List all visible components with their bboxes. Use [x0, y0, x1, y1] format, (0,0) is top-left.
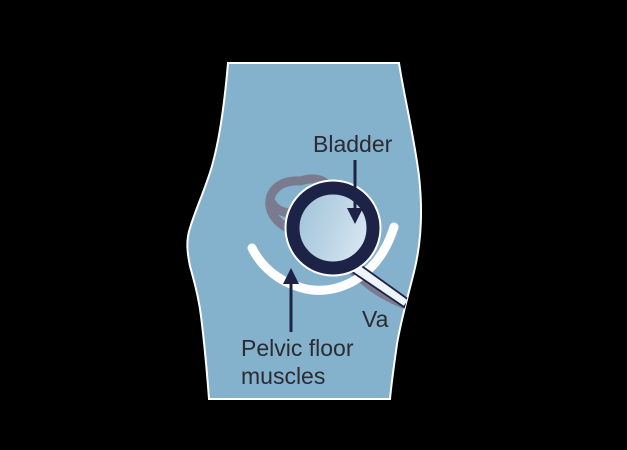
pelvic-floor-pointer-arrow — [283, 268, 299, 332]
bladder-pointer-arrow — [347, 160, 363, 224]
label-pelvic-floor-line2: muscles — [241, 363, 325, 389]
bladder-organ — [286, 181, 380, 275]
label-pelvic-floor-line1: Pelvic floor — [241, 335, 354, 361]
label-vagina-clip-group: Va — [362, 306, 389, 332]
pelvic-floor-muscle-band — [247, 222, 399, 295]
label-bladder: Bladder — [313, 131, 393, 157]
label-vagina: Va — [362, 306, 389, 332]
